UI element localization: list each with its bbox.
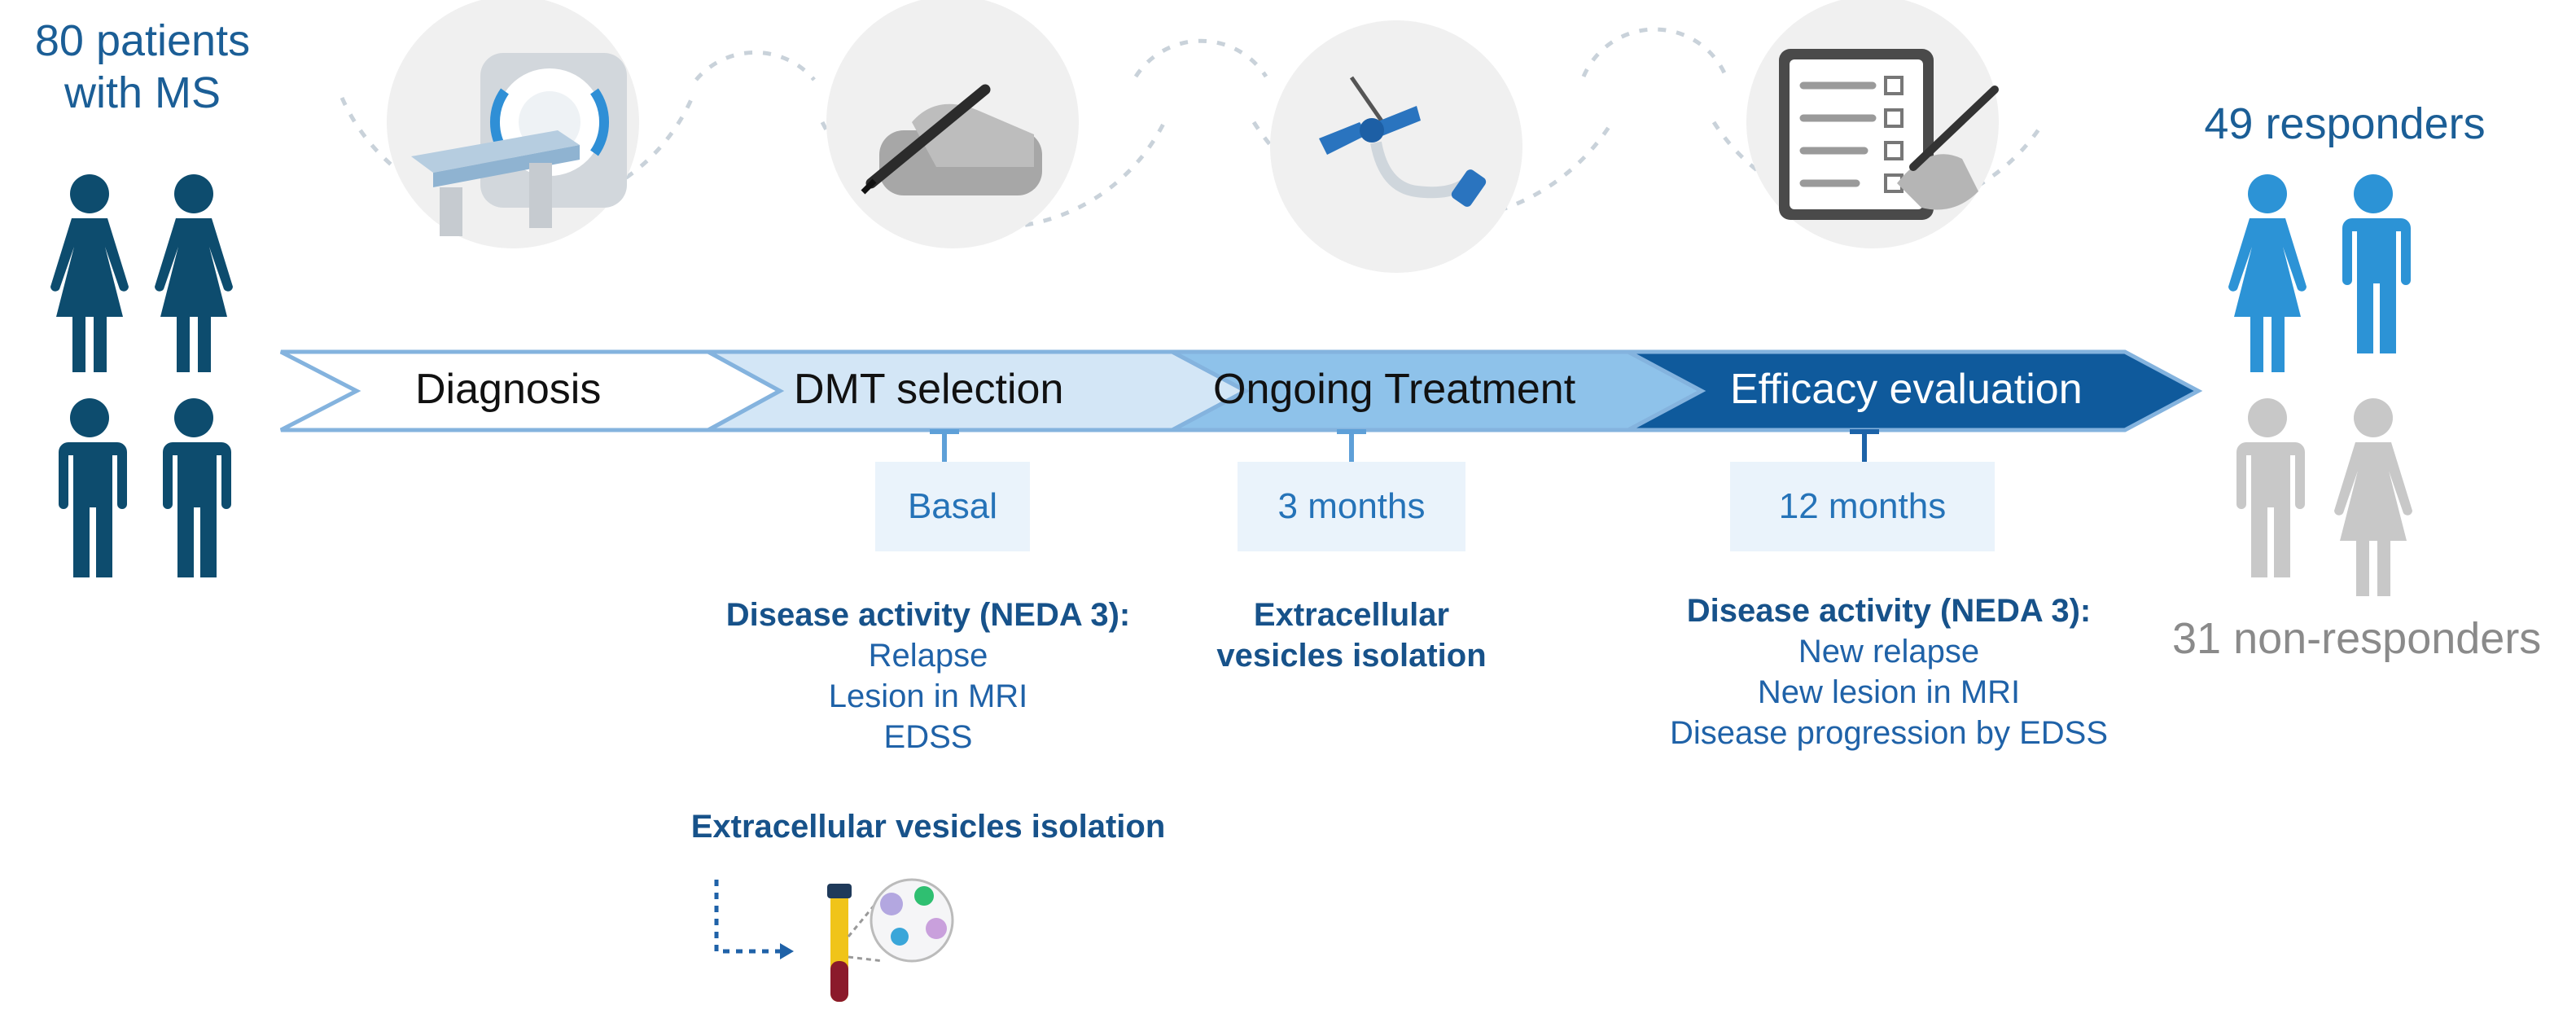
month12-item: New relapse: [1798, 634, 1980, 669]
timepoint-12-months: 12 months: [1730, 462, 1995, 551]
stage-arrow-evaluation: [1627, 349, 2203, 432]
month12-neda-heading: Disease activity (NEDA 3):: [1686, 593, 2092, 629]
responders-label: 49 responders: [2204, 99, 2486, 148]
stage-label-ongoing-treatment: Ongoing Treatment: [1213, 366, 1576, 413]
person-female-icon: [2228, 174, 2307, 372]
stage-label-efficacy-evaluation: Efficacy evaluation: [1730, 366, 2083, 413]
month3-ev-isolation: Extracellular vesicles isolation: [1216, 597, 1487, 674]
stage-label-diagnosis: Diagnosis: [415, 366, 602, 413]
basal-disease-activity: Disease activity (NEDA 3): Relapse Lesio…: [692, 595, 1164, 757]
person-male-icon: [2236, 398, 2305, 577]
basal-ev-heading: Extracellular vesicles isolation: [690, 809, 1166, 845]
hand-writing-icon: [861, 84, 1042, 195]
person-male-icon: [163, 398, 231, 577]
person-female-icon: [155, 174, 233, 372]
month12-disease-activity: Disease activity (NEDA 3): New relapse N…: [1612, 590, 2166, 753]
basal-item: Relapse: [868, 638, 988, 674]
mri-scanner-icon: [411, 53, 627, 236]
timeline: [279, 349, 2203, 432]
non-responders-label: 31 non-responders: [2172, 614, 2542, 663]
cohort-title: 80 patients with MS: [0, 15, 285, 119]
timepoint-basal: Basal: [875, 462, 1030, 551]
ev-isolation-graphic: [714, 878, 954, 1002]
cohort-title-line1: 80 patients: [34, 16, 251, 65]
timepoint-3-months: 3 months: [1238, 462, 1465, 551]
person-female-icon: [50, 174, 129, 372]
month12-item: New lesion in MRI: [1757, 674, 2021, 710]
person-male-icon: [2342, 174, 2411, 353]
non-responder-people: [2236, 398, 2412, 596]
person-female-icon: [2334, 398, 2412, 596]
basal-item: EDSS: [883, 719, 973, 755]
icon-circle-treatment: [1270, 20, 1522, 273]
stage-label-dmt-selection: DMT selection: [794, 366, 1064, 413]
basal-neda-heading: Disease activity (NEDA 3):: [725, 597, 1131, 633]
person-male-icon: [59, 398, 127, 577]
checklist-clipboard-icon: [1779, 49, 1999, 220]
blood-draw-needle-icon: [1319, 76, 1487, 207]
cohort-people: [50, 174, 233, 577]
responder-people: [2228, 174, 2411, 372]
basal-item: Lesion in MRI: [828, 678, 1028, 714]
month12-item: Disease progression by EDSS: [1669, 715, 2109, 751]
cohort-title-line2: with MS: [64, 68, 221, 117]
